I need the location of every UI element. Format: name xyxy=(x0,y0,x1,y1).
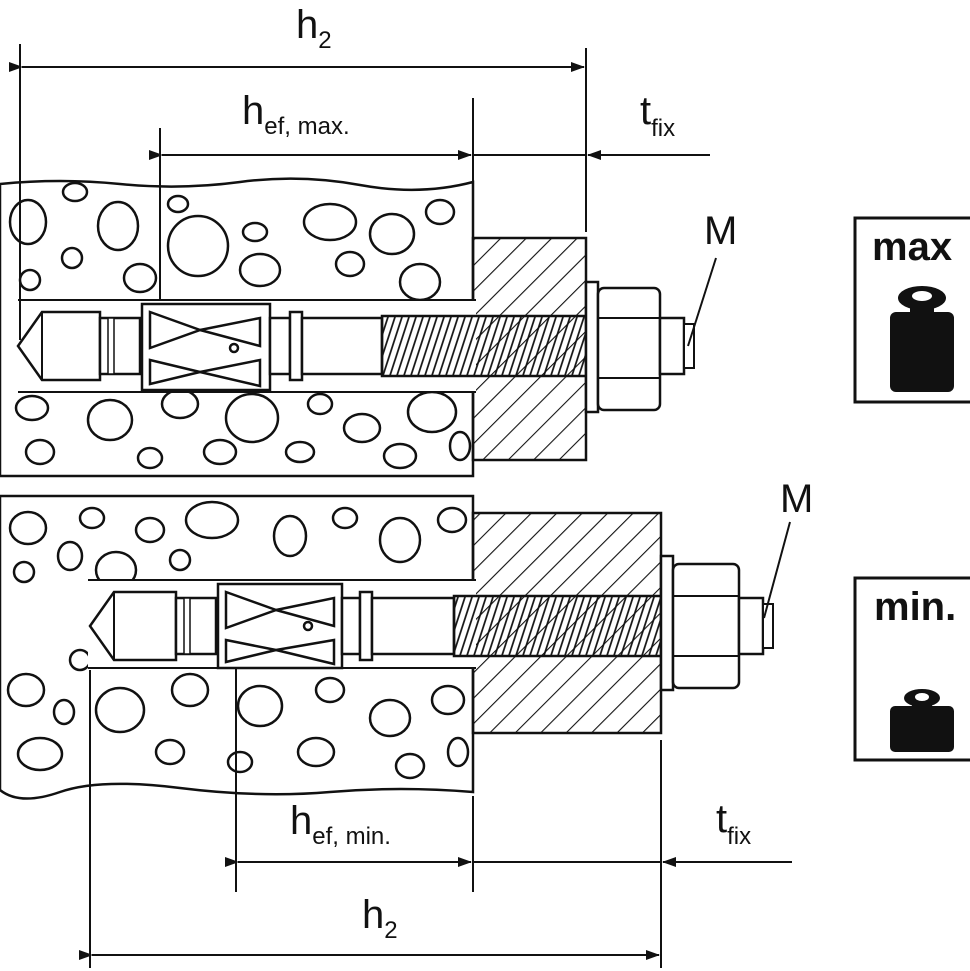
nut-bottom xyxy=(671,562,741,690)
weight-icon xyxy=(890,689,954,752)
m-leader-top xyxy=(687,257,717,347)
expansion-clip-bottom xyxy=(216,582,344,670)
aggregate-top xyxy=(8,181,472,470)
hef-label-bottom: hef, min. xyxy=(290,799,391,850)
h2-label-top: h2 xyxy=(296,3,332,54)
min-badge-label: min. xyxy=(874,585,956,629)
tfix-label-bottom: tfix xyxy=(716,797,751,850)
threaded-rod-bottom xyxy=(452,594,666,658)
h2-label-bottom: h2 xyxy=(362,893,398,944)
max-badge-label: max xyxy=(872,225,952,269)
top-assembly: h2 hef, max. tfix M max xyxy=(0,3,970,478)
weight-icon xyxy=(890,286,954,392)
bottom-assembly: hef, min. tfix h2 M min. xyxy=(0,477,970,968)
m-leader-bottom xyxy=(763,521,791,619)
tfix-label-top: tfix xyxy=(640,89,675,142)
threaded-rod-top xyxy=(380,314,592,378)
hef-label-top: hef, max. xyxy=(242,89,350,140)
aggregate-bottom xyxy=(6,500,470,780)
washer-top xyxy=(584,280,600,414)
expansion-clip-top xyxy=(140,302,272,392)
m-label-top: M xyxy=(704,209,737,253)
nut-top xyxy=(596,286,662,412)
m-label-bottom: M xyxy=(780,477,813,521)
washer-bottom xyxy=(659,554,675,692)
